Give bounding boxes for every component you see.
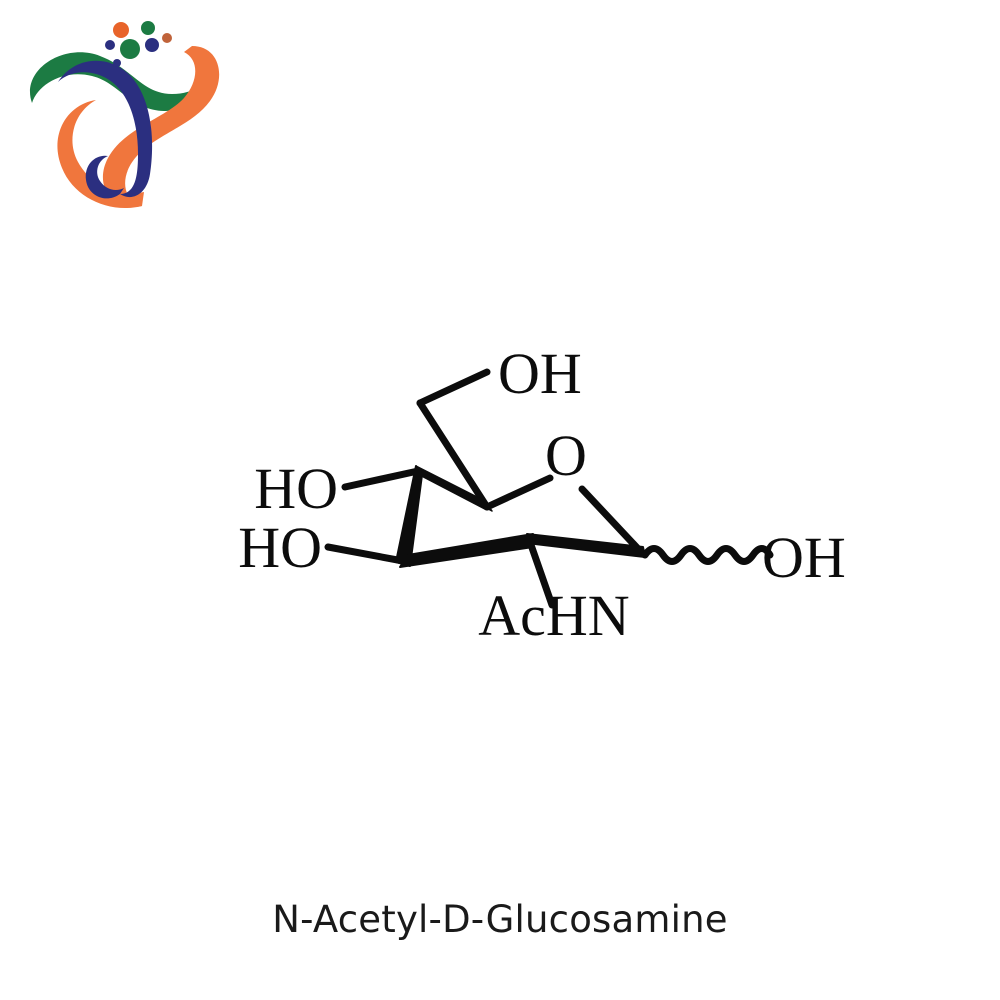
bond-wedge-c4-c3 bbox=[395, 465, 423, 567]
logo-dot bbox=[105, 40, 115, 50]
logo-navy-loop bbox=[58, 60, 153, 198]
bond-c4-ho bbox=[341, 467, 422, 491]
logo-dot bbox=[145, 38, 159, 52]
label-ring-oxygen: O bbox=[545, 423, 587, 488]
logo-orange-loop bbox=[102, 46, 220, 207]
bond-c5-ch2 bbox=[416, 399, 491, 511]
compound-caption: N-Acetyl-D-Glucosamine bbox=[272, 898, 728, 941]
logo-dot bbox=[113, 59, 121, 67]
bond-wavy-anomeric bbox=[641, 545, 774, 565]
bond-c3-ho bbox=[324, 543, 407, 565]
label-acetamido: AcHN bbox=[478, 583, 629, 648]
bond-c2-n bbox=[526, 538, 556, 609]
logo-orange-tail bbox=[57, 100, 144, 209]
logo-dot bbox=[120, 39, 140, 59]
bond-c5-ringO bbox=[483, 474, 554, 511]
brand-logo-svg bbox=[29, 21, 220, 209]
logo-dot bbox=[113, 22, 129, 38]
label-c3-hydroxyl: HO bbox=[238, 515, 322, 580]
brand-logo bbox=[14, 8, 229, 223]
logo-dot-cluster bbox=[105, 21, 172, 67]
logo-navy-hook bbox=[85, 155, 124, 199]
label-hydroxymethyl-oh: OH bbox=[498, 341, 582, 406]
bond-wedge-c3-c2 bbox=[399, 533, 534, 568]
bond-wedge-c4-c5 bbox=[415, 465, 493, 512]
bond-ringO-c1 bbox=[578, 485, 646, 557]
chemical-structure: OH O HO HO OH AcHN bbox=[150, 335, 860, 665]
logo-dot bbox=[141, 21, 155, 35]
label-c4-hydroxyl: HO bbox=[254, 456, 338, 521]
logo-dot bbox=[162, 33, 172, 43]
label-anomeric-oh: OH bbox=[762, 525, 846, 590]
chemical-structure-svg: OH O HO HO OH AcHN bbox=[238, 341, 846, 648]
bond-ch2-oh bbox=[416, 368, 491, 407]
